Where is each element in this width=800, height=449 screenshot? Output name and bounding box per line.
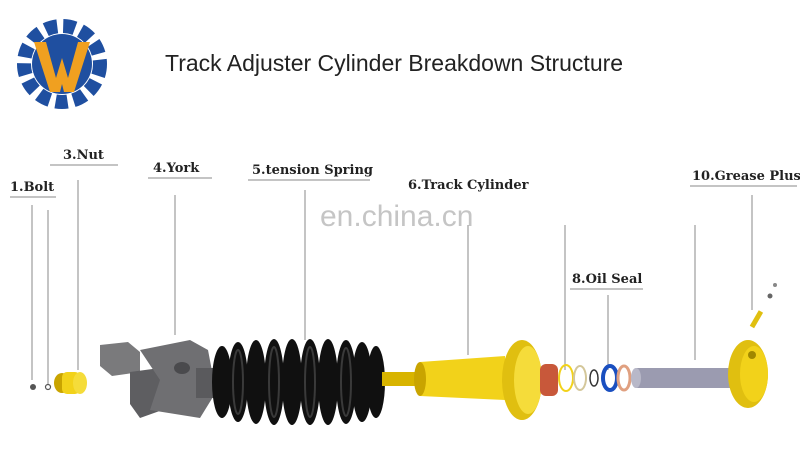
piston-rod-part [631,340,768,408]
label-track-cylinder: 6.Track Cylinder [408,178,529,193]
cylinder-barrel-end [414,362,426,396]
york-upper-prong [100,342,140,376]
grease-fitting [749,310,764,329]
bolt-washer [30,384,36,390]
bolt-ring [44,383,52,391]
nut-part [54,372,87,394]
logo-w-mark [34,42,90,92]
oil-seal-ring [601,364,619,392]
york-hole [174,362,190,374]
cylinder-barrel [420,356,505,400]
company-logo [17,19,107,109]
spring-part [212,339,385,425]
label-nut: 3.Nut [63,148,104,163]
label-grease-plus: 10.Grease Plus [692,169,800,184]
york-body [140,340,216,418]
bolt-part [30,383,52,391]
grease-part [749,283,777,329]
cylinder-part [382,340,558,420]
cylinder-piston [540,364,558,396]
york-part [100,340,224,418]
label-tension-spring: 5.tension Spring [252,163,374,178]
label-bolt: 1.Bolt [10,180,55,195]
watermark: en.china.cn [320,200,474,233]
oil-seal-part [558,364,632,392]
cylinder-flange-face [514,346,542,414]
label-oil-seal: 8.Oil Seal [572,272,643,287]
page-title: Track Adjuster Cylinder Breakdown Struct… [165,50,624,76]
piston-rod [636,368,746,388]
label-york: 4.York [153,161,200,176]
leader-lines [10,164,797,385]
logo-gear-ring [17,19,107,109]
nut-face [73,372,87,394]
